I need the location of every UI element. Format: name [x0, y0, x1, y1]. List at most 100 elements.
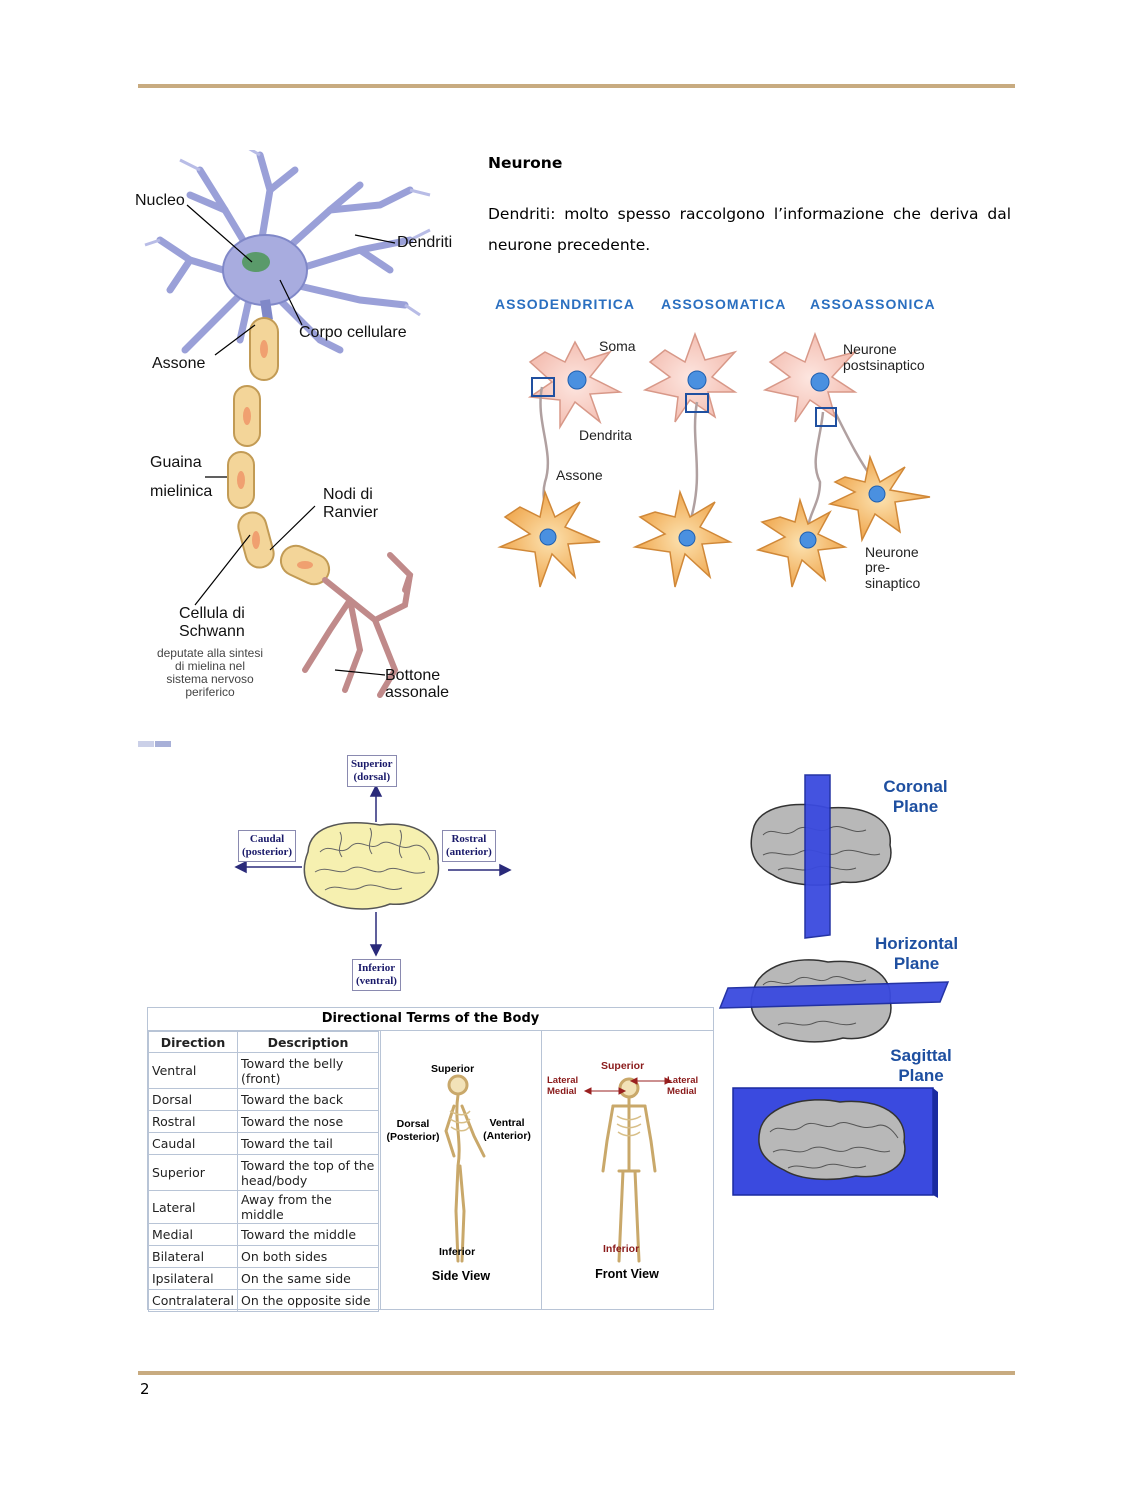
description-cell: On the same side [237, 1267, 379, 1290]
sagittal-plane-text: Plane [898, 1066, 944, 1085]
label-schwann: Schwann [179, 623, 245, 640]
page-number: 2 [140, 1380, 150, 1398]
front-superior: Superior [601, 1060, 645, 1072]
description-cell: On both sides [237, 1245, 379, 1268]
rostral-text: Rostral [451, 833, 487, 845]
label-nucleo: Nucleo [135, 192, 185, 209]
label-postsinaptico: postsinaptico [843, 357, 925, 373]
medial-right: Medial [667, 1086, 697, 1097]
bullet-mark [138, 741, 171, 747]
description-cell: Toward the back [237, 1088, 379, 1111]
header-direction: Direction [148, 1031, 238, 1053]
bottom-rule [138, 1371, 1015, 1375]
label-guaina: Guaina [150, 454, 202, 471]
horizontal-plane-text: Plane [893, 954, 940, 973]
horizontal-text: Horizontal [874, 934, 959, 953]
note-line-1: deputate alla sintesi [156, 646, 264, 660]
inferior-text: Inferior [357, 962, 396, 974]
label-nodi: Nodi di [323, 486, 373, 503]
label-mielinica: mielinica [150, 483, 213, 500]
front-inferior: Inferior [603, 1243, 640, 1255]
label-dendriti: Dendriti [397, 234, 453, 251]
description-cell: Toward the nose [237, 1110, 379, 1133]
synapse-illustration [497, 331, 931, 588]
note-line-3: sistema nervoso [166, 672, 254, 686]
direction-cell: Bilateral [148, 1245, 238, 1268]
ventral-label: Ventral [489, 1117, 525, 1129]
coronal-plane-text: Plane [892, 797, 939, 816]
direction-cell: Ventral [148, 1052, 238, 1089]
label-inferior-box: Inferior (ventral) [352, 959, 401, 991]
brain-directions-illustration [234, 784, 512, 957]
description-cell: Toward the tail [237, 1132, 379, 1155]
description-cell: Away from the middle [237, 1190, 379, 1224]
direction-cell: Contralateral [148, 1289, 238, 1312]
posterior-label: (Posterior) [386, 1131, 440, 1143]
anterior-label: (Anterior) [483, 1130, 531, 1142]
direction-cell: Dorsal [148, 1088, 238, 1111]
note-line-2: di mielina nel [174, 659, 246, 673]
title-assoassonica: ASSOASSONICA [810, 296, 936, 312]
direction-cell: Ipsilateral [148, 1267, 238, 1290]
description-cell: On the opposite side [237, 1289, 379, 1312]
label-sinaptico: sinaptico [865, 575, 921, 591]
brain-planes-illustration [718, 774, 950, 1198]
label-assonale: assonale [385, 684, 450, 701]
cell-body [222, 234, 308, 306]
table-title: Directional Terms of the Body [148, 1008, 713, 1031]
side-view-panel: Superior Dorsal (Posterior) Ventral (Ant… [380, 1031, 542, 1309]
label-caudal-box: Caudal (posterior) [238, 830, 297, 862]
coronal-label: Coronal Plane [868, 777, 963, 817]
side-skeleton-figure [444, 1074, 486, 1263]
header-description: Description [237, 1031, 379, 1053]
anterior-text: (anterior) [446, 846, 492, 858]
front-right-labels: Lateral Medial [667, 1075, 698, 1097]
label-neurone-pre: Neurone [865, 544, 919, 560]
ventral-text: (ventral) [356, 975, 397, 987]
side-inferior: Inferior [439, 1246, 476, 1258]
label-assone: Assone [152, 355, 206, 372]
label-rostral-box: Rostral (anterior) [442, 830, 496, 862]
section-heading: Neurone [488, 154, 563, 172]
description-cell: Toward the belly (front) [237, 1052, 379, 1089]
side-ventral: Ventral (Anterior) [477, 1117, 537, 1143]
top-rule [138, 84, 1015, 88]
sagittal-text: Sagittal [890, 1046, 952, 1065]
schwann-note: deputate alla sintesi di mielina nel sis… [130, 647, 290, 699]
front-arrows [583, 1077, 673, 1095]
label-ranvier: Ranvier [323, 504, 379, 521]
lateral-left: Lateral [547, 1075, 579, 1086]
neuron-illustration [144, 146, 431, 698]
lateral-right: Lateral [667, 1075, 699, 1086]
front-left-labels: Lateral Medial [547, 1075, 578, 1097]
direction-cell: Lateral [148, 1190, 238, 1224]
nucleus [242, 252, 270, 272]
section-paragraph: Dendriti: molto spesso raccolgono l’info… [488, 205, 1011, 254]
direction-cell: Caudal [148, 1132, 238, 1155]
direction-cell: Superior [148, 1154, 238, 1191]
medial-left: Medial [547, 1086, 577, 1097]
front-view-caption: Front View [595, 1267, 659, 1281]
label-corpo-cellulare: Corpo cellulare [299, 324, 407, 341]
neuron-diagram: Nucleo Dendriti Corpo cellulare Assone G… [130, 146, 480, 710]
brain-planes-diagram: Coronal Plane Horizontal Plane Sagittal … [718, 770, 968, 1200]
side-view-caption: Side View [431, 1269, 491, 1283]
label-pre: pre- [865, 559, 890, 575]
dorsal-label: Dorsal [396, 1118, 430, 1130]
direction-cell: Rostral [148, 1110, 238, 1133]
front-view-panel: Superior Lateral Medial Lateral Medial I… [541, 1031, 713, 1309]
caudal-text: Caudal [249, 833, 285, 845]
title-assosomatica: ASSOSOMATICA [661, 296, 787, 312]
direction-cell: Medial [148, 1223, 238, 1246]
superior-text: Superior [351, 758, 393, 770]
